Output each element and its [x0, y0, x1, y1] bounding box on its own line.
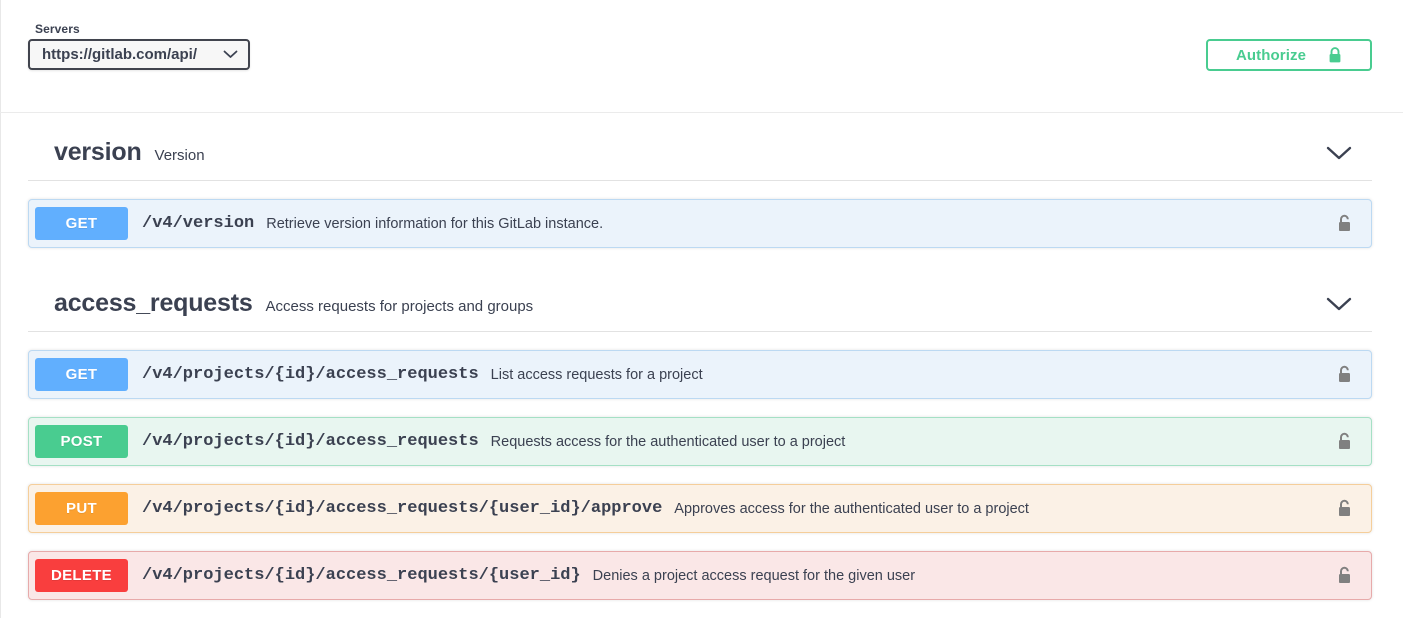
lock-open-icon[interactable] [1331, 365, 1357, 385]
authorize-button-label: Authorize [1235, 46, 1307, 64]
server-select-value: https://gitlab.com/api/ [42, 46, 198, 63]
operation-row[interactable]: PUT /v4/projects/{id}/access_requests/{u… [28, 484, 1372, 533]
http-method-badge: DELETE [35, 559, 128, 592]
operation-summary: Denies a project access request for the … [592, 567, 916, 584]
tag-header-version[interactable]: version Version [28, 125, 1372, 181]
operation-summary: Requests access for the authenticated us… [490, 433, 846, 450]
tag-section-version: version Version GET /v4/version Retrieve… [28, 125, 1372, 248]
http-method-badge: GET [35, 207, 128, 240]
lock-open-icon[interactable] [1331, 432, 1357, 452]
operation-row[interactable]: POST /v4/projects/{id}/access_requests R… [28, 417, 1372, 466]
operation-path: /v4/projects/{id}/access_requests/{user_… [142, 566, 581, 585]
chevron-down-icon[interactable] [1326, 296, 1352, 312]
operation-row[interactable]: DELETE /v4/projects/{id}/access_requests… [28, 551, 1372, 600]
operation-path: /v4/projects/{id}/access_requests/{user_… [142, 499, 663, 518]
operation-row[interactable]: GET /v4/version Retrieve version informa… [28, 199, 1372, 248]
operation-path: /v4/projects/{id}/access_requests [142, 365, 479, 384]
operation-row[interactable]: GET /v4/projects/{id}/access_requests Li… [28, 350, 1372, 399]
http-method-badge: PUT [35, 492, 128, 525]
lock-open-icon[interactable] [1331, 499, 1357, 519]
http-method-badge: POST [35, 425, 128, 458]
tag-description: Access requests for projects and groups [265, 298, 534, 315]
operation-path: /v4/version [142, 214, 255, 233]
tag-section-access-requests: access_requests Access requests for proj… [28, 276, 1372, 600]
authorize-button[interactable]: Authorize [1206, 39, 1372, 71]
chevron-down-icon[interactable] [1326, 145, 1352, 161]
lock-open-icon[interactable] [1331, 214, 1357, 234]
tag-name: version [54, 138, 142, 166]
tag-description: Version [154, 147, 205, 164]
tag-name: access_requests [54, 289, 253, 317]
operation-summary: Approves access for the authenticated us… [674, 500, 1029, 517]
servers-label: Servers [35, 22, 80, 36]
scheme-container: Servers https://gitlab.com/api/ Authoriz… [0, 0, 1403, 113]
page-left-border [0, 0, 1, 618]
operation-summary: List access requests for a project [490, 366, 703, 383]
api-operations-container: version Version GET /v4/version Retrieve… [0, 125, 1403, 600]
lock-open-icon[interactable] [1331, 566, 1357, 586]
operation-path: /v4/projects/{id}/access_requests [142, 432, 479, 451]
server-select[interactable]: https://gitlab.com/api/ [28, 39, 250, 70]
lock-closed-icon [1328, 46, 1342, 64]
servers-block: Servers https://gitlab.com/api/ [28, 22, 250, 70]
operation-summary: Retrieve version information for this Gi… [266, 215, 604, 232]
chevron-down-icon [223, 50, 238, 59]
tag-header-access-requests[interactable]: access_requests Access requests for proj… [28, 276, 1372, 332]
http-method-badge: GET [35, 358, 128, 391]
